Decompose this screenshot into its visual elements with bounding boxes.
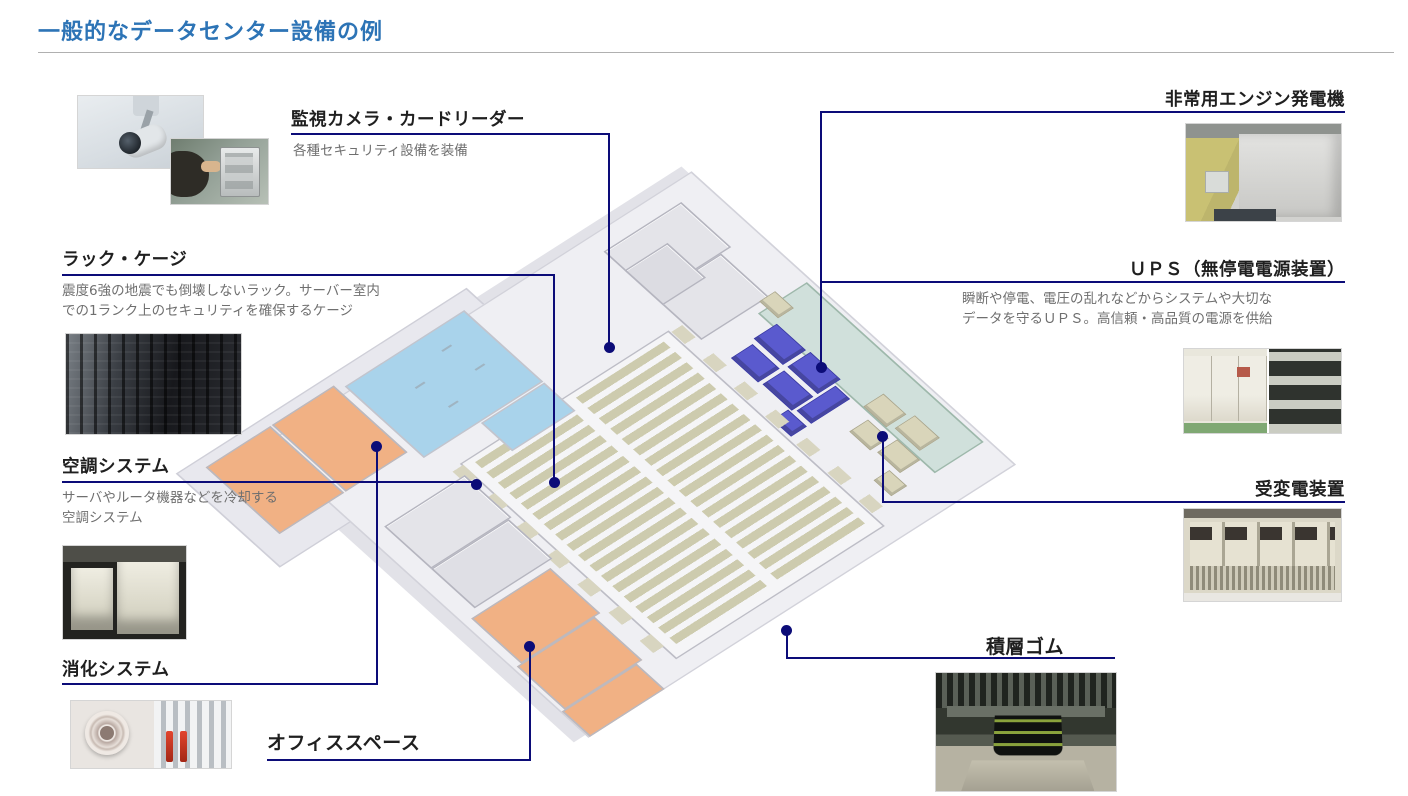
page-title: 一般的なデータセンター設備の例 (38, 20, 384, 45)
ups-desc: 瞬断や停電、電圧の乱れなどからシステムや大切な データを守るＵＰＳ。高信頼・高品… (962, 291, 1273, 327)
camera-underline (291, 133, 610, 135)
bearing-plate (946, 706, 1106, 717)
ups-battery-photo (1183, 348, 1342, 434)
server-rack-photo (65, 333, 242, 435)
hand-shape (171, 150, 209, 197)
rack-dot (549, 477, 560, 488)
camera-desc: 各種セキュリティ設備を装備 (293, 143, 468, 159)
generator-underline (820, 111, 1345, 113)
aircon-label: 空調システム (62, 457, 170, 477)
rubber-connector (786, 630, 788, 659)
rack-connector (553, 274, 555, 483)
ups-underline (820, 281, 1345, 283)
generator-unit (1238, 133, 1341, 218)
ups-label: ＵＰＳ（無停電電源装置） (1129, 260, 1345, 280)
power-dot (877, 431, 888, 442)
generator-base (1213, 209, 1276, 221)
switchgear-photo (1183, 508, 1342, 602)
camera-dot (604, 342, 615, 353)
camera-label: 監視カメラ・カードリーダー (291, 110, 525, 130)
extinguisher (166, 731, 173, 762)
rubber-label: 積層ゴム (985, 636, 1064, 658)
battery-racks (1266, 349, 1341, 433)
aircon-dot (471, 479, 482, 490)
ac-ceiling (63, 546, 186, 562)
office-dot (524, 641, 535, 652)
card-reader-panel (220, 146, 260, 197)
office-label: オフィススペース (267, 732, 421, 754)
switchgear-vents (1190, 566, 1335, 590)
camera-lens (119, 132, 142, 154)
smoke-detector (85, 711, 129, 755)
fire-suppression-photo (70, 700, 232, 769)
switchgear-floor (1184, 592, 1341, 601)
rack-desc: 震度6強の地震でも倒壊しないラック。サーバー室内 での1ランク上のセキュリティを… (62, 283, 380, 319)
aircon-underline-connector (62, 481, 477, 483)
building-underside (936, 673, 1116, 709)
fire-connector (376, 447, 378, 685)
green-floor (1184, 422, 1341, 433)
card-reader-photo (170, 138, 269, 205)
rack-underline (62, 274, 555, 276)
office-underline (267, 759, 531, 761)
ups-cabinet (1184, 355, 1268, 422)
rubber-underline (786, 657, 1115, 659)
office-connector (529, 647, 531, 761)
rubber-bearing (992, 715, 1063, 757)
laminated-rubber-photo (935, 672, 1117, 792)
ac-unit (71, 568, 113, 630)
rubber-dot (781, 625, 792, 636)
concrete-pedestal (961, 760, 1095, 791)
camera-connector (608, 133, 610, 347)
finger-shape (201, 161, 221, 173)
rack-mesh (66, 334, 241, 434)
floor-panel (1204, 170, 1229, 193)
generator-label: 非常用エンジン発電機 (1165, 90, 1345, 110)
aircon-desc: サーバやルータ機器などを冷却する 空調システム (62, 490, 278, 526)
fire-dot (371, 441, 382, 452)
emergency-generator-photo (1185, 123, 1342, 222)
switchgear-panels (1190, 527, 1335, 541)
title-divider (38, 52, 1394, 53)
fire-label: 消化システム (62, 660, 170, 680)
power-underline (882, 501, 1345, 503)
generator-ups-connector (820, 111, 822, 368)
extinguisher (180, 731, 187, 762)
air-conditioner-photo (62, 545, 187, 640)
ac-unit (117, 562, 179, 634)
fire-underline (62, 683, 378, 685)
ups-display (1237, 367, 1251, 378)
ups-dot (816, 362, 827, 373)
power-label: 受変電装置 (1255, 480, 1345, 500)
power-connector (882, 437, 884, 503)
rack-label: ラック・ケージ (62, 250, 188, 270)
